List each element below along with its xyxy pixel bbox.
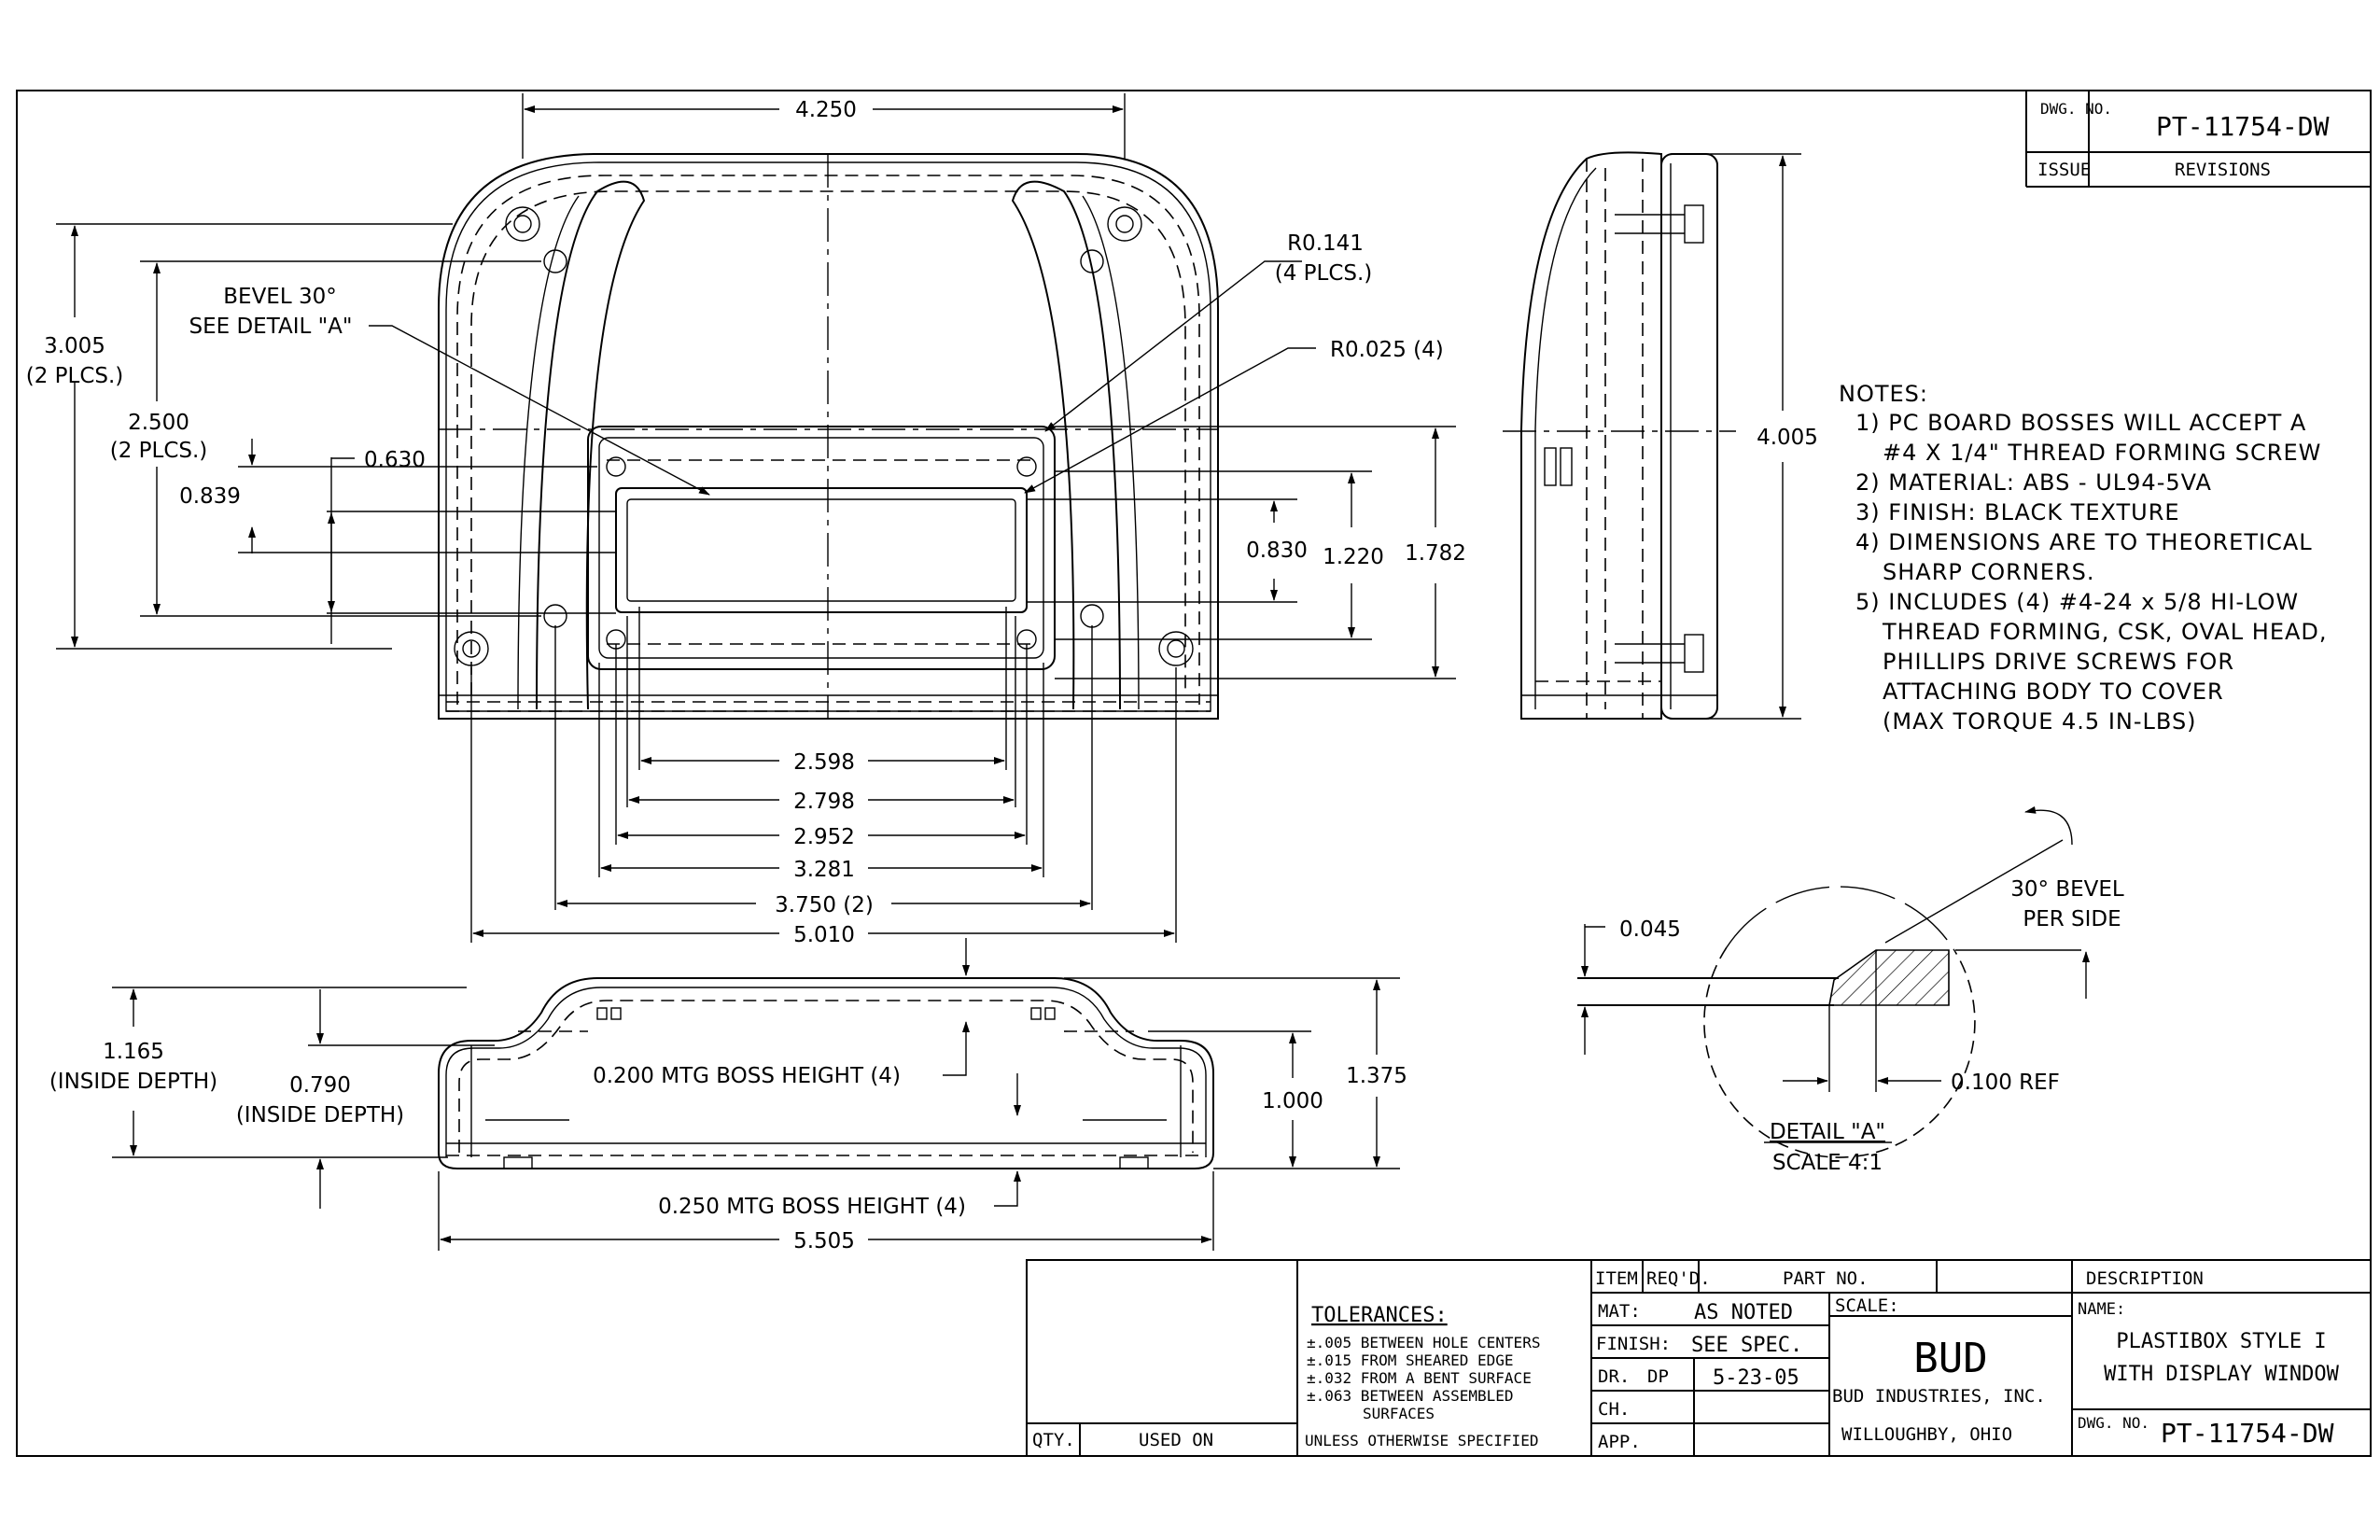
tb-name-2: WITH DISPLAY WINDOW	[2104, 1363, 2339, 1386]
dim-2500: 2.500	[128, 411, 189, 435]
note-line: 4) DIMENSIONS ARE TO THEORETICAL	[1855, 529, 2313, 555]
note-line: #4 X 1/4" THREAD FORMING SCREW	[1883, 440, 2321, 466]
dim-5505: 5.505	[793, 1229, 855, 1253]
dim-5010: 5.010	[793, 923, 855, 947]
tb-dwg-label: DWG. NO.	[2078, 1414, 2149, 1432]
dim-1220: 1.220	[1323, 545, 1384, 569]
dim-0790-note: (INSIDE DEPTH)	[236, 1103, 404, 1127]
detail-bevel: 30° BEVEL	[2010, 877, 2124, 902]
detail-scale: SCALE 4:1	[1772, 1151, 1883, 1175]
tb-qty: QTY.	[1032, 1430, 1075, 1450]
dwg-no-top: PT-11754-DW	[2156, 111, 2330, 142]
dim-0630: 0.630	[364, 448, 426, 472]
front-dimensions: 4.250 3.005 (2 PLCS.) 2.500 (2 PLCS.) 0.…	[26, 93, 1466, 947]
tb-ch-label: CH.	[1598, 1399, 1630, 1420]
tb-tolerances: TOLERANCES:	[1311, 1304, 1448, 1327]
tb-used-on: USED ON	[1139, 1430, 1213, 1450]
dim-3005: 3.005	[44, 334, 105, 358]
side-view	[1503, 151, 1736, 720]
dim-4250: 4.250	[795, 98, 857, 122]
tb-tol-line: ±.032 FROM A BENT SURFACE	[1307, 1369, 1532, 1387]
notes: NOTES: 1) PC BOARD BOSSES WILL ACCEPT A …	[1839, 381, 2328, 735]
dim-0830: 0.830	[1246, 539, 1308, 563]
detail-bevel-2: PER SIDE	[2023, 907, 2121, 931]
note-line: SHARP CORNERS.	[1883, 559, 2094, 585]
bud-logo: BUD	[1913, 1335, 1987, 1382]
note-line: 2) MATERIAL: ABS - UL94-5VA	[1855, 469, 2212, 496]
note-line: 1) PC BOARD BOSSES WILL ACCEPT A	[1855, 410, 2306, 436]
dim-1375: 1.375	[1346, 1064, 1407, 1088]
tb-dr-value: DP	[1647, 1366, 1669, 1387]
bevel-note: SEE DETAIL "A"	[189, 315, 352, 339]
note-line: THREAD FORMING, CSK, OVAL HEAD,	[1882, 619, 2328, 645]
r0141-label: R0.141	[1287, 231, 1364, 256]
dim-1000: 1.000	[1262, 1089, 1323, 1113]
front-view	[438, 153, 1219, 720]
dim-0100-ref: 0.100 REF	[1951, 1071, 2060, 1095]
tb-name-label: NAME:	[2078, 1300, 2125, 1319]
detail-a: 0.045 0.100 REF 30° BEVEL PER SIDE DETAI…	[1577, 805, 2124, 1175]
side-dimensions: 4.005	[1671, 153, 1818, 720]
r0141-note: (4 PLCS.)	[1275, 261, 1373, 286]
tb-scale-label: SCALE:	[1835, 1295, 1899, 1316]
bottom-dimensions: 1.165 (INSIDE DEPTH) 0.790 (INSIDE DEPTH…	[49, 938, 1407, 1253]
tb-tol-line: ±.015 FROM SHEARED EDGE	[1307, 1351, 1514, 1369]
r0025-label: R0.025 (4)	[1330, 338, 1444, 362]
boss-250-label: 0.250 MTG BOSS HEIGHT (4)	[658, 1195, 966, 1219]
tb-reqd: REQ'D.	[1646, 1268, 1711, 1289]
tb-company: BUD INDUSTRIES, INC.	[1832, 1386, 2046, 1407]
detail-title: DETAIL "A"	[1770, 1120, 1885, 1144]
boss-200-label: 0.200 MTG BOSS HEIGHT (4)	[593, 1064, 901, 1088]
bottom-view	[438, 977, 1214, 1169]
tb-city: WILLOUGHBY, OHIO	[1841, 1424, 2012, 1445]
dim-0839: 0.839	[179, 484, 241, 509]
dim-4005: 4.005	[1757, 426, 1818, 450]
tb-app-label: APP.	[1598, 1432, 1641, 1452]
note-line: PHILLIPS DRIVE SCREWS FOR	[1883, 649, 2234, 675]
revisions-label: REVISIONS	[2175, 160, 2271, 180]
tb-dwg-no: PT-11754-DW	[2161, 1418, 2334, 1449]
dim-2500-note: (2 PLCS.)	[110, 439, 208, 463]
notes-title: NOTES:	[1839, 381, 1928, 407]
note-line: (MAX TORQUE 4.5 IN-LBS)	[1883, 708, 2197, 735]
dim-1782: 1.782	[1405, 541, 1466, 566]
revision-block: DWG. NO. PT-11754-DW ISSUE REVISIONS	[2025, 90, 2372, 188]
tb-tol-line: SURFACES	[1363, 1405, 1435, 1422]
dim-0790: 0.790	[289, 1073, 351, 1098]
tb-mat-value: AS NOTED	[1694, 1301, 1793, 1324]
dim-3750: 3.750 (2)	[775, 893, 874, 917]
note-line: 3) FINISH: BLACK TEXTURE	[1855, 499, 2180, 525]
bevel-label: BEVEL 30°	[223, 285, 336, 309]
dwg-no-label: DWG. NO.	[2040, 100, 2112, 118]
tb-tol-line: ±.063 BETWEEN ASSEMBLED	[1307, 1387, 1514, 1405]
dim-3005-note: (2 PLCS.)	[26, 364, 124, 388]
dim-2798: 2.798	[793, 790, 855, 814]
sheet-border	[16, 90, 2372, 1457]
note-line: 5) INCLUDES (4) #4-24 x 5/8 HI-LOW	[1855, 589, 2299, 615]
tb-name-1: PLASTIBOX STYLE I	[2116, 1330, 2326, 1353]
title-block: ITEM REQ'D. PART NO. DESCRIPTION TOLERAN…	[1026, 1259, 2372, 1457]
tb-unless: UNLESS OTHERWISE SPECIFIED	[1305, 1432, 1538, 1449]
dim-2952: 2.952	[793, 825, 855, 849]
dim-1165: 1.165	[103, 1040, 164, 1064]
tb-finish-value: SEE SPEC.	[1691, 1334, 1802, 1357]
dim-3281: 3.281	[793, 858, 855, 882]
tb-description: DESCRIPTION	[2086, 1268, 2204, 1289]
tb-mat-label: MAT:	[1598, 1301, 1641, 1322]
tb-dr-label: DR.	[1598, 1366, 1630, 1387]
note-line: ATTACHING BODY TO COVER	[1883, 679, 2224, 705]
dim-2598: 2.598	[793, 750, 855, 775]
tb-part-no: PART NO.	[1783, 1268, 1869, 1289]
tb-date: 5-23-05	[1713, 1366, 1799, 1390]
tb-item: ITEM	[1595, 1268, 1638, 1289]
tb-finish-label: FINISH:	[1596, 1334, 1671, 1354]
issue-label: ISSUE	[2037, 160, 2091, 180]
tb-tol-line: ±.005 BETWEEN HOLE CENTERS	[1307, 1334, 1540, 1351]
dim-0045: 0.045	[1619, 917, 1681, 942]
dim-1165-note: (INSIDE DEPTH)	[49, 1070, 217, 1094]
